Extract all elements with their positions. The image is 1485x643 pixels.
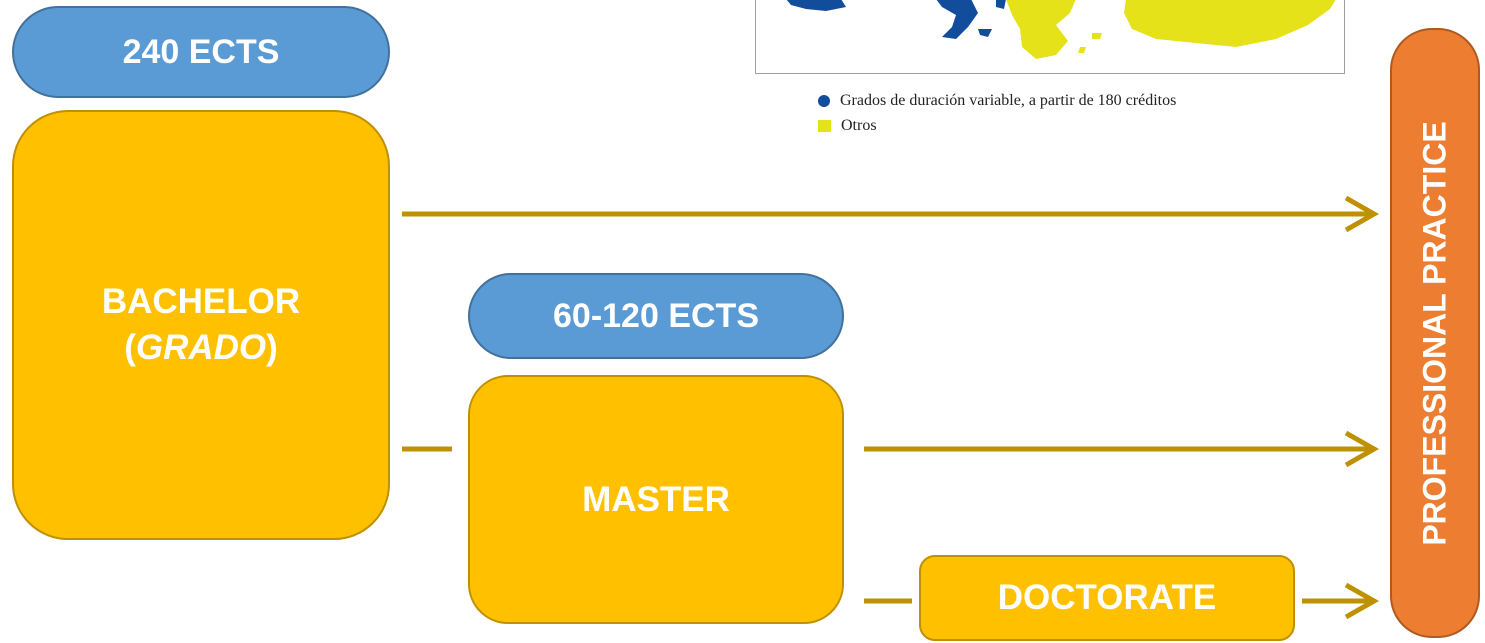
- doctorate-title: DOCTORATE: [997, 578, 1217, 617]
- legend-item-variable-degrees: Grados de duración variable, a partir de…: [818, 88, 1176, 113]
- arrow-bachelor-to-practice-head: [1344, 195, 1380, 233]
- bachelor-title: BACHELOR: [101, 282, 301, 321]
- master-credits-pill: 60-120 ECTS: [468, 273, 844, 359]
- master-box: MASTER: [468, 375, 844, 624]
- map-region-yellow-turkey: [1124, 0, 1336, 47]
- bachelor-credits-label: 240 ECTS: [122, 32, 280, 71]
- map-region-blue-west: [786, 0, 846, 11]
- master-credits-label: 60-120 ECTS: [553, 296, 759, 335]
- europe-map-image: [755, 0, 1345, 74]
- map-region-yellow-balkans: [1006, 0, 1076, 59]
- map-region-blue-east: [996, 0, 1006, 9]
- map-region-yellow-islands: [1078, 33, 1102, 53]
- europe-map-graphic: [786, 0, 1336, 59]
- bachelor-subtitle-open-paren: (: [124, 328, 136, 367]
- legend-label-others: Otros: [841, 116, 877, 134]
- bachelor-subtitle: (GRADO): [124, 325, 278, 371]
- professional-practice-bar: PROFESSIONAL PRACTICE: [1390, 28, 1480, 638]
- arrow-doctorate-to-practice-head: [1344, 582, 1380, 620]
- map-region-blue-sicily: [978, 29, 992, 37]
- bachelor-credits-pill: 240 ECTS: [12, 6, 390, 98]
- map-legend: Grados de duración variable, a partir de…: [818, 88, 1176, 138]
- legend-square-yellow-icon: [818, 119, 831, 132]
- bachelor-subtitle-grado: GRADO: [135, 328, 267, 367]
- legend-dot-blue-icon: [818, 94, 830, 107]
- master-title: MASTER: [582, 479, 730, 519]
- bachelor-box: BACHELOR (GRADO): [12, 110, 390, 540]
- doctorate-box: DOCTORATE: [919, 555, 1295, 641]
- map-region-blue-italy: [936, 0, 978, 39]
- bachelor-subtitle-close-paren: ): [266, 328, 278, 367]
- legend-item-others: Otros: [818, 113, 1176, 138]
- legend-label-variable-degrees: Grados de duración variable, a partir de…: [840, 91, 1177, 109]
- arrow-master-to-practice-head: [1344, 430, 1380, 468]
